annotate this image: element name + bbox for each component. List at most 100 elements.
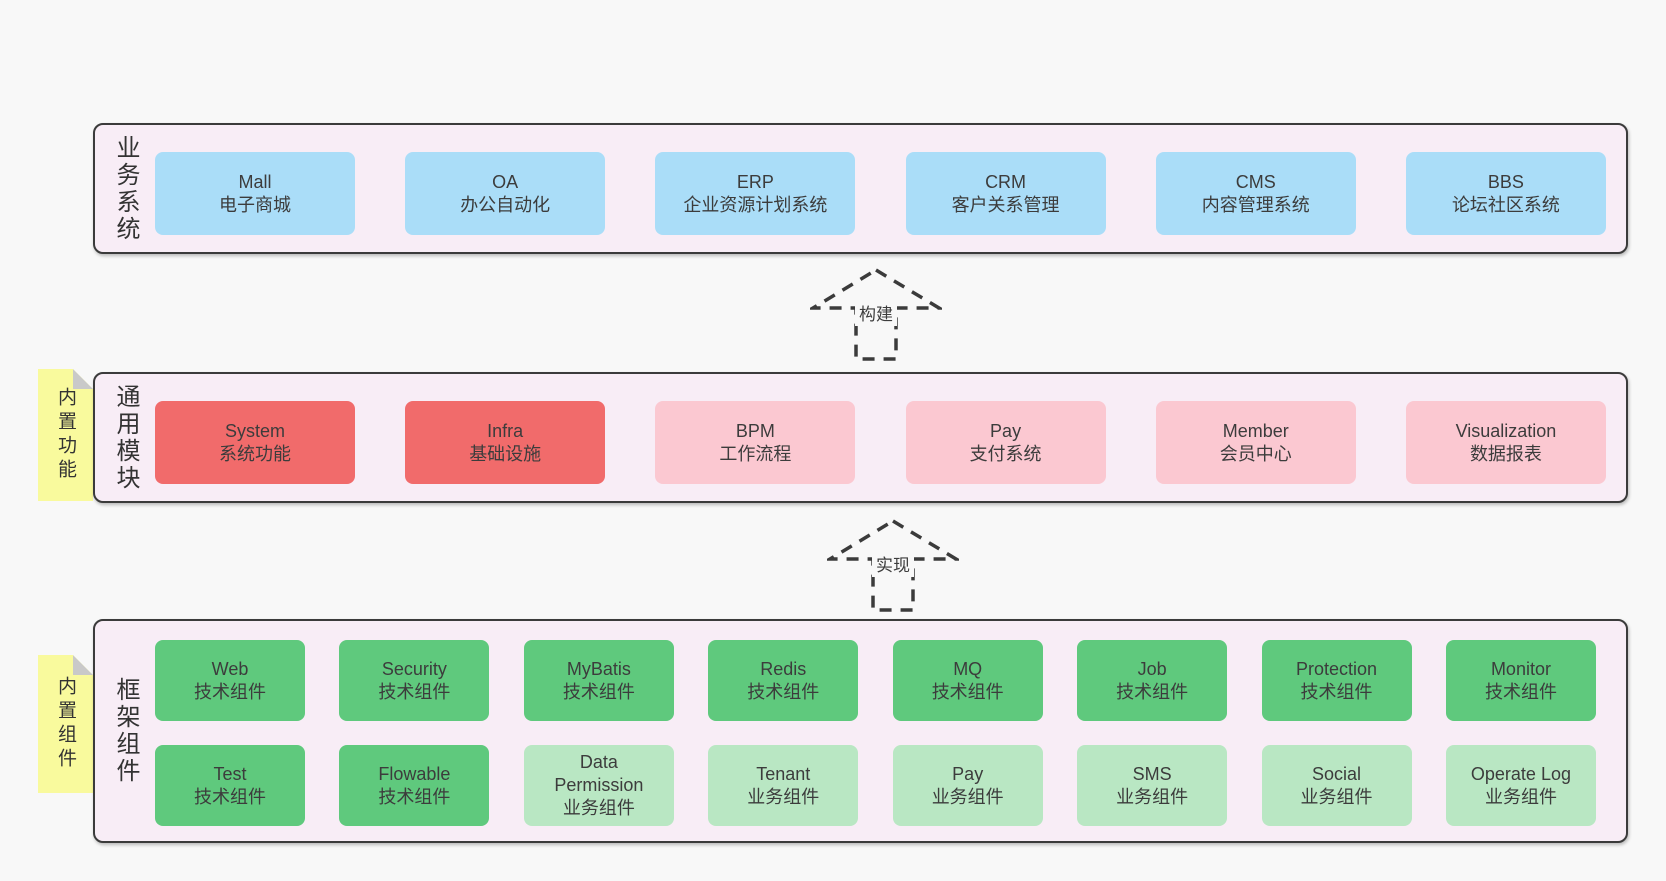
box-title: BBS <box>1487 171 1524 192</box>
box-title: Pay <box>952 763 984 784</box>
box-subtitle: 技术组件 <box>747 681 820 702</box>
box-title: MyBatis <box>566 658 631 679</box>
component-box-data-permission: Data Permission 业务组件 <box>523 745 674 826</box>
box-title: Protection <box>1296 658 1378 679</box>
box-subtitle: 会员中心 <box>1219 443 1292 464</box>
box-title: Mall <box>238 171 272 192</box>
box-subtitle: 技术组件 <box>931 681 1004 702</box>
box-subtitle: 技术组件 <box>378 681 451 702</box>
box-subtitle: 电子商城 <box>219 194 291 215</box>
box-title: CRM <box>985 171 1027 192</box>
box-subtitle: 数据报表 <box>1469 443 1542 464</box>
box-title: Test <box>213 763 247 784</box>
box-title: Monitor <box>1490 658 1551 679</box>
box-title: OA <box>492 171 519 192</box>
note-fold-corner-icon <box>73 369 93 389</box>
box-title: Social <box>1312 763 1362 784</box>
box-subtitle: 技术组件 <box>1484 681 1557 702</box>
box-title: SMS <box>1132 763 1172 784</box>
note-label-builtin-components: 内置组件 <box>55 676 76 772</box>
note-fold-corner-icon <box>73 655 93 675</box>
box-subtitle: 业务组件 <box>747 786 820 807</box>
dashed-up-arrow-icon <box>827 518 959 612</box>
sticky-note-builtin-features: 内置功能 <box>38 369 93 501</box>
box-title: Flowable <box>378 763 451 784</box>
note-label-builtin-features: 内置功能 <box>55 387 76 483</box>
implement-arrow-label: 实现 <box>872 550 914 577</box>
box-subtitle: 办公自动化 <box>460 194 551 215</box>
box-subtitle: 论坛社区系统 <box>1451 194 1560 215</box>
box-subtitle: 技术组件 <box>194 786 266 807</box>
box-title: Member <box>1222 420 1289 441</box>
box-title: Redis <box>760 658 807 679</box>
box-subtitle: 系统功能 <box>219 443 291 464</box>
box-title: Infra <box>487 420 524 441</box>
box-title: Data Permission <box>554 752 644 795</box>
dashed-up-arrow-icon <box>810 267 942 361</box>
box-subtitle: 技术组件 <box>378 786 451 807</box>
box-subtitle: 工作流程 <box>719 443 792 464</box>
box-subtitle: 业务组件 <box>1484 786 1557 807</box>
box-title: Job <box>1137 658 1167 679</box>
box-subtitle: 支付系统 <box>969 443 1042 464</box>
box-subtitle: 技术组件 <box>1300 681 1373 702</box>
box-title: Tenant <box>756 763 811 784</box>
box-subtitle: 内容管理系统 <box>1201 194 1310 215</box>
layer-label-business-systems: 业务系统 <box>112 134 139 243</box>
implement-arrow: 实现 <box>827 518 959 613</box>
box-title: Web <box>211 658 249 679</box>
build-arrow-label: 构建 <box>855 299 897 326</box>
box-subtitle: 业务组件 <box>562 798 635 818</box>
box-subtitle: 技术组件 <box>194 681 266 702</box>
box-title: Security <box>381 658 447 679</box>
box-title: MQ <box>953 658 983 679</box>
box-subtitle: 技术组件 <box>562 681 635 702</box>
box-title: CMS <box>1235 171 1276 192</box>
box-title: System <box>224 420 285 441</box>
box-subtitle: 客户关系管理 <box>951 194 1060 215</box>
box-subtitle: 技术组件 <box>1116 681 1189 702</box>
build-arrow: 构建 <box>810 267 942 362</box>
layer-label-common-modules: 通用模块 <box>112 383 139 492</box>
box-title: ERP <box>736 171 774 192</box>
box-subtitle: 业务组件 <box>1300 786 1373 807</box>
box-title: Operate Log <box>1470 763 1571 784</box>
layer-label-framework-components: 框架组件 <box>112 677 139 785</box>
box-subtitle: 业务组件 <box>931 786 1004 807</box>
sticky-note-builtin-components: 内置组件 <box>38 655 93 793</box>
box-subtitle: 业务组件 <box>1116 786 1189 807</box>
